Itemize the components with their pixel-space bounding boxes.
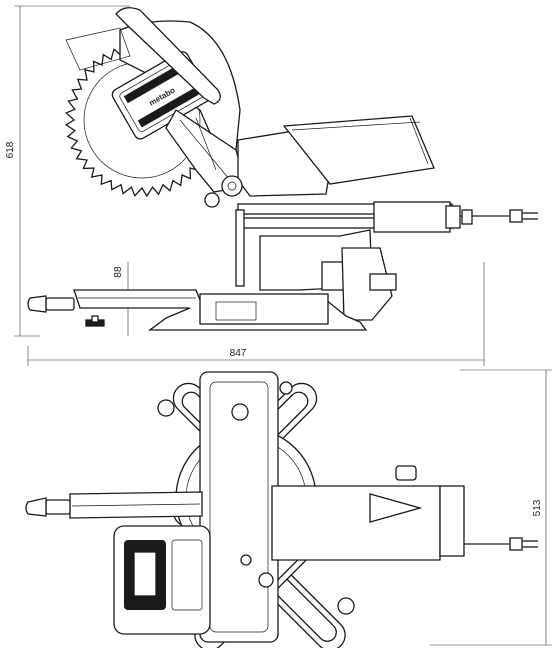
- left-handle-knob-top: [25, 497, 71, 517]
- dimension-length-total: 847: [230, 348, 247, 359]
- left-handle-knob-side: [27, 295, 75, 313]
- dimension-depth-total: 513: [532, 499, 543, 516]
- power-cord-side: [445, 205, 538, 229]
- top-view: [25, 371, 538, 648]
- motor-block-top: [113, 525, 211, 635]
- side-view: metabo: [27, 7, 538, 331]
- power-cord-top: [464, 537, 538, 551]
- extension-table: [282, 115, 435, 185]
- rail-extension-top: [271, 485, 441, 561]
- top-handle: [115, 7, 221, 105]
- dimension-base-height: 88: [113, 266, 124, 278]
- dimension-height-total: 618: [5, 141, 16, 158]
